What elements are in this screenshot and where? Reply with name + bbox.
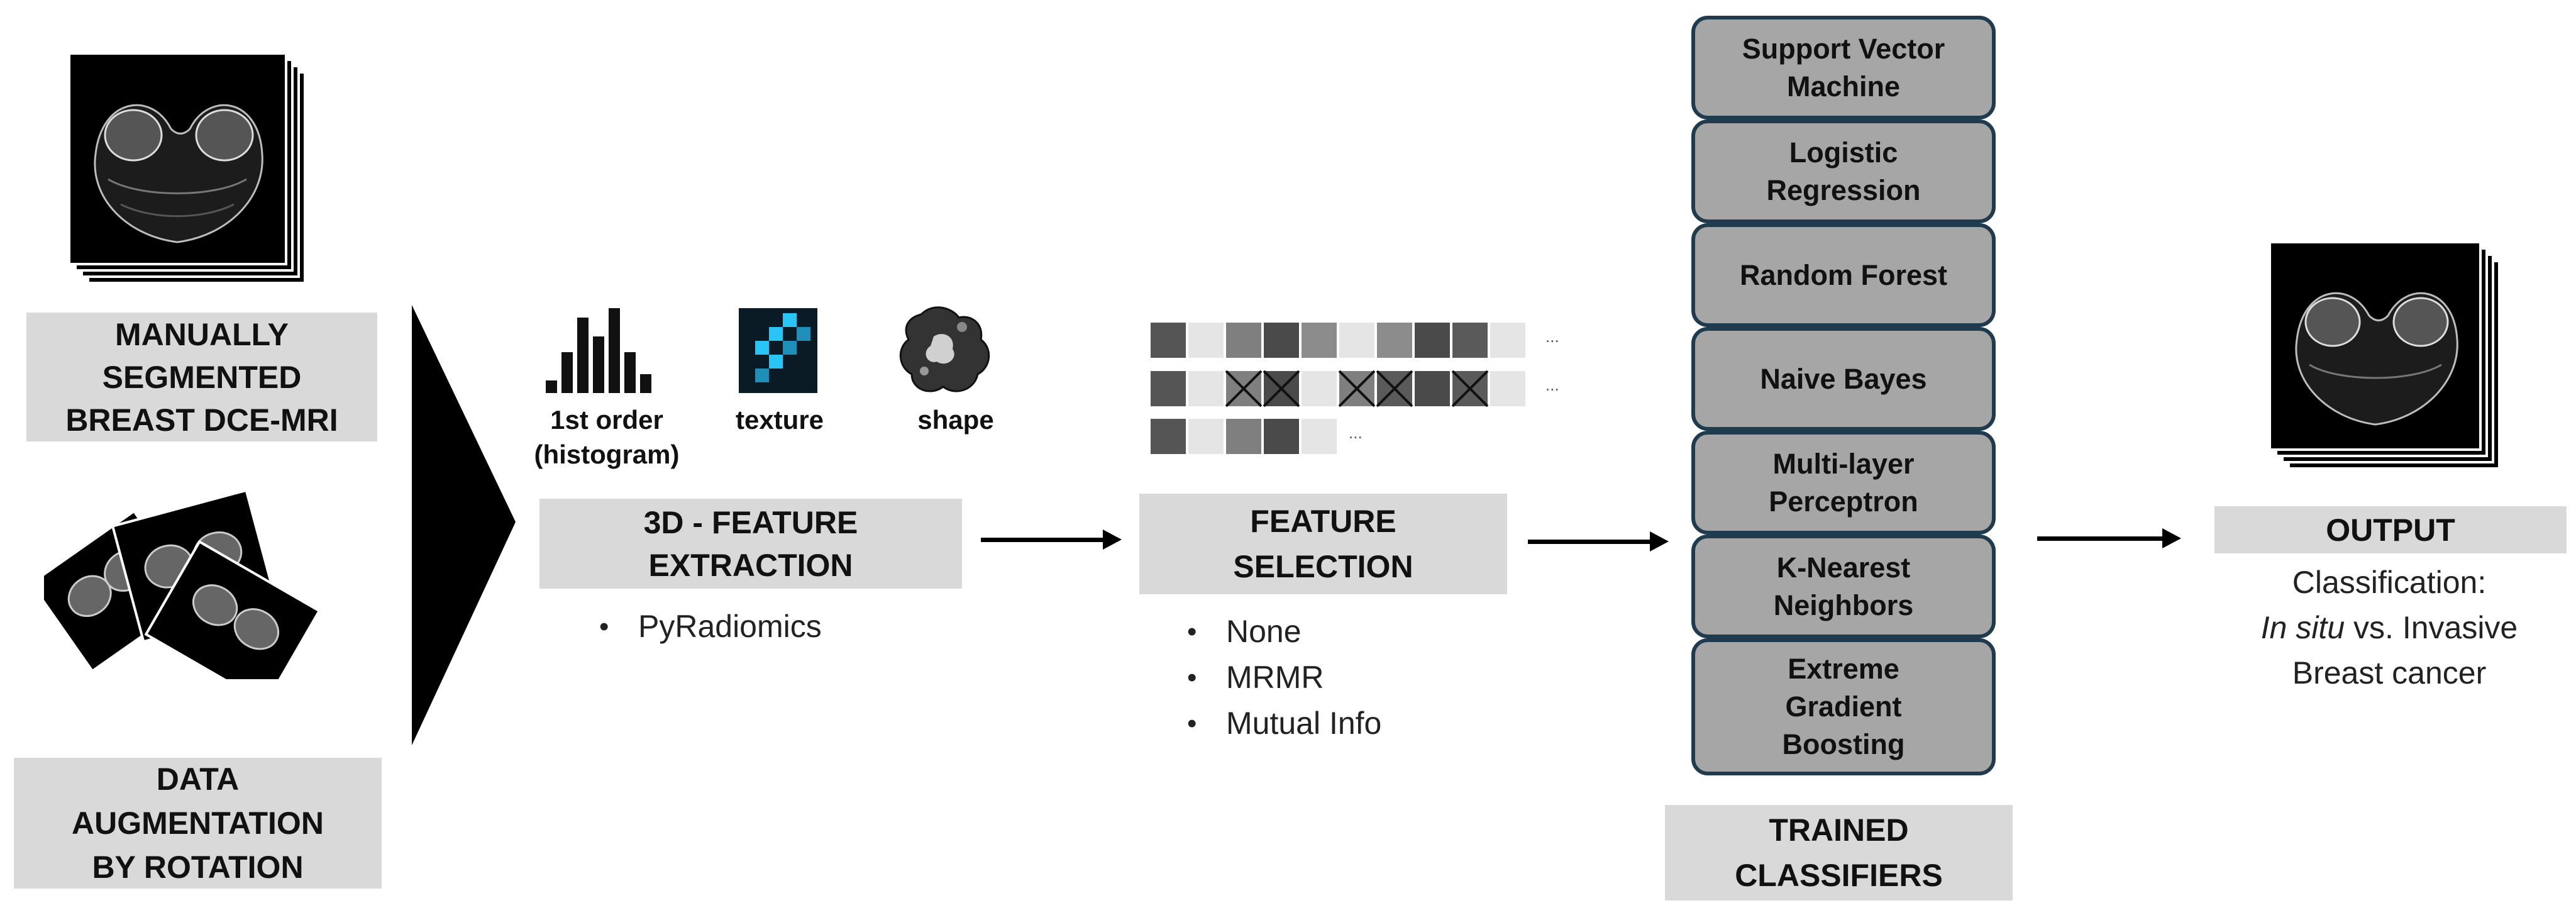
histogram-label: 1st order (histogram) xyxy=(534,405,680,469)
augmentation-label: DATA AUGMENTATION BY ROTATION xyxy=(14,758,382,889)
texture-label: texture xyxy=(735,405,824,435)
output-vs-invasive: vs. Invasive xyxy=(2345,610,2518,645)
arrow-selection-to-classifiers xyxy=(1528,531,1669,552)
output-mri-stack xyxy=(2269,241,2502,472)
feature-selection-methods: None MRMR Mutual Info xyxy=(1182,609,1381,746)
shape-label: shape xyxy=(917,405,994,435)
shape-icon xyxy=(899,306,990,392)
segmented-mri-stack xyxy=(68,52,321,286)
arrow-classifiers-to-output xyxy=(2037,528,2181,548)
feature-extraction-label: 3D - FEATURE EXTRACTION xyxy=(539,499,962,589)
tool-item: PyRadiomics xyxy=(594,604,822,650)
method-item: Mutual Info xyxy=(1182,701,1381,746)
rotated-mri-image xyxy=(29,489,321,706)
method-item: MRMR xyxy=(1182,655,1381,701)
feature-row-ellipsis-2: ... xyxy=(1545,375,1559,394)
augmented-mri-images xyxy=(29,489,327,706)
texture-icon xyxy=(739,308,817,393)
output-in-situ: In situ xyxy=(2260,610,2345,645)
output-description: Classification: In situ vs. Invasive Bre… xyxy=(2213,560,2565,696)
classifier-naive-bayes: Naive Bayes xyxy=(1691,327,1996,431)
output-label: OUTPUT xyxy=(2214,506,2567,553)
feature-extraction-tools: PyRadiomics xyxy=(594,604,822,650)
feature-selection-grid xyxy=(1151,321,1559,459)
feature-selection-label: FEATURE SELECTION xyxy=(1139,494,1507,594)
output-line-1: Classification: xyxy=(2292,565,2487,600)
mri-stack-image xyxy=(68,52,306,284)
segmented-mri-label: MANUALLY SEGMENTED BREAST DCE-MRI xyxy=(26,313,377,441)
merge-arrow-shape xyxy=(412,305,516,745)
feature-row-ellipsis-1: ... xyxy=(1545,327,1559,346)
feature-row-ellipsis-3: ... xyxy=(1349,423,1363,442)
trained-classifiers-label: TRAINED CLASSIFIERS xyxy=(1665,805,2013,901)
histogram-icon xyxy=(546,308,651,393)
method-item: None xyxy=(1182,609,1381,655)
output-line-3: Breast cancer xyxy=(2292,655,2487,690)
classifier-random-forest: Random Forest xyxy=(1691,223,1996,327)
feature-matrix xyxy=(1151,323,1525,454)
arrow-extraction-to-selection xyxy=(981,530,1122,550)
output-mri-image xyxy=(2269,241,2501,470)
